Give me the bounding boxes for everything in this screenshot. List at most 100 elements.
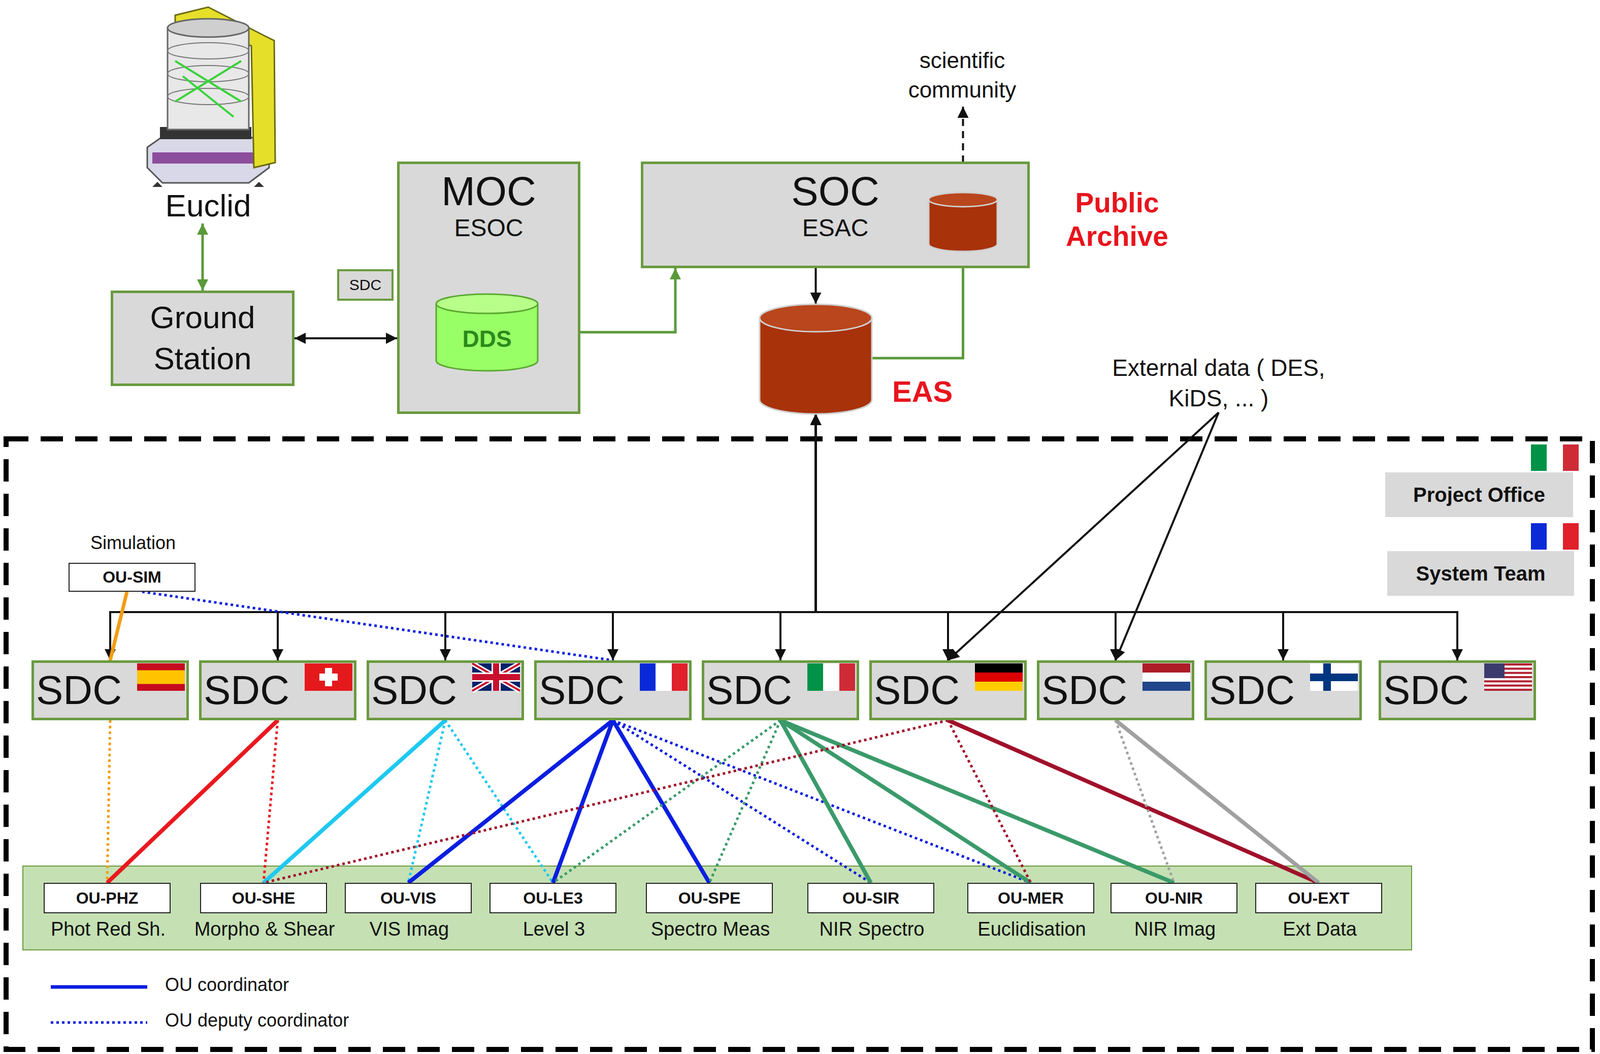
node-label: DDS [462,325,512,353]
flag-switzerland [304,663,353,691]
community-label-node: scientific community [886,43,1039,107]
archive-cylinder: Public Archive [928,191,998,252]
node-label: SDC [34,669,122,711]
flag-italy [1530,444,1579,471]
node-label: EAS [892,374,953,409]
node-label: OU-SHE [232,888,296,908]
node-sublabel: ESAC [802,213,869,242]
database-cylinder: DDS [435,293,539,371]
link-line [107,720,111,883]
node-label: SDC [1039,669,1128,711]
sdc-box: SDC [1204,660,1362,721]
flag-finland [1310,663,1358,691]
link-line [780,720,1174,883]
link-line [107,720,278,883]
link-line [110,591,127,661]
node-label: Euclid [137,187,280,224]
link-line [612,720,1031,883]
node-label: SDC [536,669,625,711]
ou-box: OU-MEREuclidisation [967,882,1095,913]
sdc-fill [31,660,1537,721]
node-label: SDC [369,669,457,711]
link-line [780,720,1031,883]
euclid-spacecraft [147,7,276,187]
node-label: OU-EXT [1288,888,1350,908]
operations-centre-box: MOCESOCDDS [397,161,581,414]
ou-box: OU-LE3Level 3 [489,882,617,913]
ground-segment-region [6,438,1593,1050]
node-label: SDC [871,669,960,711]
ou-box: OU-PHZPhot Red Sh. [43,882,171,913]
flag-germany [974,663,1023,691]
arrow-connector [612,413,816,661]
arrow-connector [294,337,398,340]
node-sublabel: Spectro Meas [626,918,795,941]
node-label: OU-SPE [678,888,741,908]
team-box: System Team [1387,550,1575,596]
arrow-connector [815,413,1117,661]
link-line [948,720,1319,883]
node-sublabel: Morpho & Shear [180,918,349,941]
arrow-connector [815,413,1458,661]
node-label: SDC [201,669,290,711]
link-line [445,720,553,883]
node-label: SDC [1206,669,1295,711]
node-label: OU-SIR [842,888,900,908]
node-sublabel: Ext Data [1235,918,1404,941]
ground-station-box: Ground Station [110,290,295,386]
sdc-box: SDC [199,660,357,721]
arrow-connector [814,268,818,304]
legend-text: OU coordinator [165,973,289,996]
cylinder-outline [928,191,998,252]
ou-box: OU-SPESpectro Meas [645,882,773,913]
sdc-box: SDC [1036,660,1195,721]
node-sublabel: NIR Imag [1091,918,1259,941]
ou-box: OU-SIRNIR Spectro [807,882,935,913]
sdc-box: SDC [534,660,692,721]
science-centre-box: SOCESAC Public Archive [640,161,1030,269]
node-sublabel: NIR Spectro [788,918,956,941]
flag-france [1530,523,1579,550]
arrow-connector [815,413,1284,661]
arrow-connector [110,413,816,661]
arrow-connector [445,413,816,661]
legend-sample [50,985,148,989]
ou-box: SimulationOU-SIM [68,562,196,592]
legend-sample [50,1021,148,1024]
node-label: SDC [1381,669,1469,711]
arrow-connector [1115,412,1219,661]
team-box: Project Office [1385,472,1574,517]
sdc-box: SDC [869,660,1027,721]
node-label: System Team [1416,561,1546,585]
legend-text: OU deputy coordinator [165,1009,349,1031]
node-label: MOC [441,169,537,214]
archive-cylinder: EAS [759,303,873,414]
node-label: SDC [349,276,382,295]
node-label: OU-PHZ [76,888,139,908]
node-sublabel: VIS Imag [325,918,494,941]
spacecraft-label-node: Euclid [137,5,280,224]
node-label: SOC [791,169,879,214]
node-label: OU-LE3 [523,888,583,908]
arrow-connector [948,412,1219,661]
node-label: External data ( DES, KiDS, ... ) [1096,352,1341,414]
node-label: OU-MER [997,888,1064,908]
link-line [612,720,871,883]
sdc-box: SDC [1378,660,1537,721]
flag-italy [807,663,856,691]
cylinder-outline [759,303,873,414]
link-line [408,720,613,883]
node-label: OU-VIS [380,888,437,908]
sdc-box: SDC [701,660,860,721]
external-data-node: External data ( DES, KiDS, ... ) [1096,350,1341,417]
link-line [1115,720,1319,883]
node-label: Simulation [49,532,217,553]
sdc-small-box: SDC [337,269,394,301]
flag-uk [472,663,520,691]
link-line [552,720,781,883]
ou-box: OU-SHEMorpho & Shear [200,882,328,913]
flag-usa [1484,663,1532,691]
link-line [263,720,446,883]
arrow-connector [201,223,205,291]
